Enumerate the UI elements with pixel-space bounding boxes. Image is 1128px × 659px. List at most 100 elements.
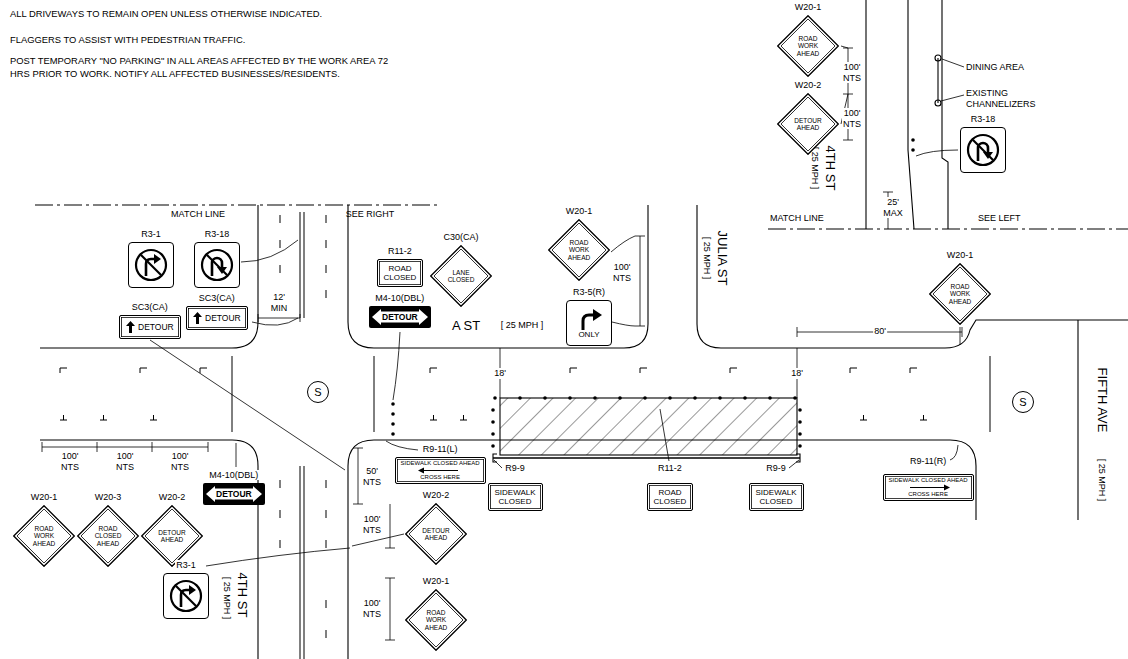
dimension-line bbox=[797, 327, 962, 337]
sign-code: W20-2 bbox=[422, 490, 451, 500]
label-holder: 4TH ST bbox=[823, 144, 838, 193]
sign-legend: ROAD WORK AHEAD bbox=[27, 525, 61, 548]
channelizer bbox=[491, 420, 495, 424]
dimension-text: 100' NTS bbox=[362, 598, 382, 619]
sign-border bbox=[781, 19, 835, 73]
label-holder: 25' MAX bbox=[882, 197, 904, 218]
sign-code: R3-1 bbox=[175, 560, 197, 570]
leader-line bbox=[393, 332, 400, 400]
channelizer bbox=[518, 396, 522, 400]
label-holder: 100' NTS bbox=[115, 451, 135, 472]
curb-line bbox=[40, 0, 1128, 659]
sign-border bbox=[431, 246, 492, 307]
curb-line bbox=[1077, 320, 1078, 520]
sign-code: W20-1 bbox=[946, 250, 975, 260]
dining-barrier bbox=[935, 55, 941, 61]
leader-line bbox=[841, 46, 848, 48]
street-name: JULIA ST bbox=[715, 229, 730, 288]
sign-panel: SIDEWALK CLOSED bbox=[488, 483, 543, 511]
sign-legend: DETOUR bbox=[372, 309, 428, 325]
sign-border bbox=[81, 509, 135, 563]
prohibition-symbol bbox=[199, 247, 235, 283]
sign-panel bbox=[194, 242, 240, 288]
dimension-text: 18' bbox=[493, 368, 507, 379]
curb-line bbox=[697, 205, 1128, 348]
dimension-text: 100' NTS bbox=[170, 451, 190, 472]
leader-line bbox=[612, 322, 635, 326]
leader-line bbox=[660, 409, 669, 461]
sign-panel: DETOUR bbox=[119, 315, 181, 339]
leader-line bbox=[241, 240, 298, 262]
channelizer bbox=[911, 148, 915, 152]
general-note: POST TEMPORARY "NO PARKING" IN ALL AREAS… bbox=[10, 55, 395, 80]
sign-code: W20-1 bbox=[30, 492, 59, 502]
callout-text: MATCH LINE bbox=[770, 213, 824, 224]
label-holder: ALL DRIVEWAYS TO REMAIN OPEN UNLESS OTHE… bbox=[10, 8, 395, 21]
leader-line bbox=[941, 95, 964, 101]
dimension-line bbox=[385, 578, 395, 640]
dimension-text: 100' NTS bbox=[60, 451, 80, 472]
pavement-marking bbox=[280, 215, 326, 638]
match-line bbox=[35, 204, 440, 205]
sign-border bbox=[434, 249, 488, 303]
leader-line bbox=[150, 46, 964, 566]
arrow-symbol bbox=[193, 312, 202, 324]
sign-legend: SIDEWALK CLOSED AHEAD bbox=[889, 477, 968, 484]
sign-code: W20-1 bbox=[422, 576, 451, 586]
dimension-text: 100' NTS bbox=[842, 62, 862, 83]
warning-sign: W20-1ROAD WORK AHEAD bbox=[777, 2, 839, 77]
regulatory-sign: R3-18 bbox=[194, 229, 240, 288]
label-holder: [ 25 MPH ] bbox=[1097, 458, 1108, 503]
regulatory-sign: R9-9SIDEWALK CLOSED bbox=[749, 463, 804, 511]
street-name: FIFTH AVE bbox=[1095, 366, 1110, 435]
sign-code: C30(CA) bbox=[442, 232, 479, 242]
sign-border bbox=[17, 509, 71, 563]
dining-barrier bbox=[935, 100, 941, 106]
sign-panel: DETOUR bbox=[369, 306, 431, 328]
label-holder: 100' NTS bbox=[362, 598, 382, 619]
warning-sign-diamond: DETOUR AHEAD bbox=[405, 503, 467, 565]
sign-panel: DETOUR bbox=[203, 483, 265, 505]
prohibition-symbol bbox=[965, 132, 1001, 168]
sign-code: W20-1 bbox=[565, 206, 594, 216]
speed-limit: [ 25 MPH ] bbox=[500, 320, 545, 331]
arrow-symbol bbox=[418, 467, 462, 474]
warning-sign-diamond: ROAD WORK AHEAD bbox=[777, 15, 839, 77]
label-holder: 18' bbox=[790, 368, 804, 379]
label-holder: [ 25 MPH ] bbox=[500, 320, 545, 331]
dimension-text: 18' bbox=[790, 368, 804, 379]
dimension-text: 80' bbox=[873, 326, 887, 337]
sign-code: R9-9 bbox=[765, 463, 787, 473]
sign-border bbox=[778, 94, 839, 155]
label-holder: 100' NTS bbox=[60, 451, 80, 472]
speed-limit: [ 25 MPH ] bbox=[702, 236, 713, 281]
channelizer bbox=[593, 396, 597, 400]
regulatory-sign: R3-1 bbox=[128, 229, 174, 288]
sign-border bbox=[552, 223, 606, 277]
dimension-text: 50' NTS bbox=[362, 466, 382, 487]
sign-code: W20-3 bbox=[94, 492, 123, 502]
arrow-symbol bbox=[418, 468, 424, 474]
dimension-line bbox=[385, 504, 395, 548]
channelizer bbox=[543, 396, 547, 400]
warning-sign: W20-2DETOUR AHEAD bbox=[777, 80, 839, 155]
dining-barrier bbox=[937, 58, 938, 103]
label-holder: 100' NTS bbox=[362, 514, 382, 535]
callout-text: SEE RIGHT bbox=[346, 209, 395, 220]
arrow-symbol bbox=[574, 308, 604, 330]
regulatory-sign: SC3(CA)DETOUR bbox=[186, 293, 248, 330]
sign-code: R9-11(R) bbox=[909, 456, 947, 466]
prohibition-symbol bbox=[207, 255, 227, 275]
callout-text: DINING AREA bbox=[966, 62, 1024, 73]
channelizer bbox=[798, 420, 802, 424]
regulatory-sign: R9-11(L)SIDEWALK CLOSED AHEADCROSS HERE bbox=[395, 444, 486, 484]
sign-code: R9-9 bbox=[504, 463, 526, 473]
label-holder: A ST bbox=[450, 318, 482, 333]
sign-code: R9-11(L) bbox=[422, 444, 459, 454]
arrow-shape bbox=[206, 486, 262, 502]
label-holder: DINING AREA bbox=[966, 62, 1024, 73]
warning-sign: W20-1ROAD WORK AHEAD bbox=[13, 492, 75, 567]
dimension-line bbox=[500, 348, 797, 398]
signal-symbol: S bbox=[1012, 391, 1034, 413]
channelizer bbox=[768, 396, 772, 400]
